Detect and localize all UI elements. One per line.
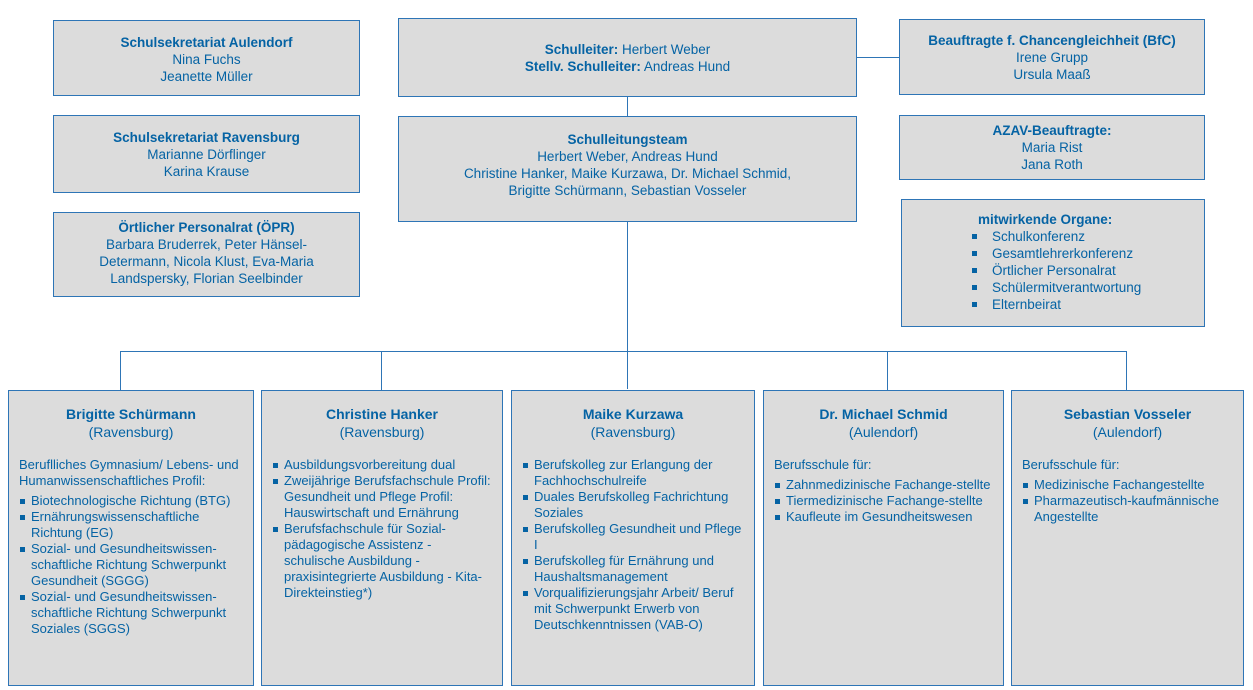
schulleiter-label: Schulleiter:: [544, 42, 619, 57]
box-title: Örtlicher Personalrat (ÖPR): [118, 220, 295, 235]
stellv-name: Andreas Hund: [643, 59, 731, 74]
box-personalrat: Örtlicher Personalrat (ÖPR) Barbara Brud…: [53, 212, 360, 297]
person-name: Jeanette Müller: [160, 69, 253, 84]
department-location: (Aulendorf): [848, 424, 919, 440]
box-department-schmid: Dr. Michael Schmid (Aulendorf) Berufssch…: [763, 390, 1004, 686]
box-title: mitwirkende Organe:: [978, 212, 1113, 227]
box-schulsekretariat-aulendorf: Schulsekretariat Aulendorf Nina Fuchs Je…: [53, 20, 360, 96]
program-list: Ausbildungsvorbereitung dual Zweijährige…: [272, 457, 492, 601]
department-intro: Berufsschule für:: [774, 457, 872, 472]
connector-drop-5: [1126, 351, 1127, 390]
box-title: AZAV-Beauftragte:: [992, 123, 1112, 138]
box-azav: AZAV-Beauftragte: Maria Rist Jana Roth: [899, 115, 1205, 180]
department-head: Dr. Michael Schmid: [819, 406, 948, 422]
member-line: Brigitte Schürmann, Sebastian Vosseler: [508, 183, 747, 198]
member-line: Herbert Weber, Andreas Hund: [537, 149, 718, 164]
member-line: Barbara Bruderrek, Peter Hänsel-: [105, 237, 308, 252]
person-name: Maria Rist: [1021, 140, 1083, 155]
stellv-row: Stellv. Schulleiter: Andreas Hund: [399, 58, 856, 75]
box-schulsekretariat-ravensburg: Schulsekretariat Ravensburg Marianne Dör…: [53, 115, 360, 193]
connector-drop-2: [381, 351, 382, 390]
list-item: Berufskolleg zur Erlangung der Fachhochs…: [522, 457, 744, 489]
list-item: Berufskolleg Gesundheit und Pflege I: [522, 521, 744, 553]
list-item: Ausbildungsvorbereitung dual: [272, 457, 492, 473]
box-schulleiter: Schulleiter: Herbert Weber Stellv. Schul…: [398, 18, 857, 97]
department-head: Christine Hanker: [325, 406, 439, 422]
program-list: Zahnmedizinische Fachange-stellte Tierme…: [774, 477, 993, 525]
connector-leiter-bfc: [856, 57, 900, 58]
box-title: Schulsekretariat Ravensburg: [113, 130, 300, 145]
list-item: Örtlicher Personalrat: [964, 262, 1204, 279]
department-location: (Ravensburg): [339, 424, 425, 440]
department-head: Brigitte Schürmann: [66, 406, 196, 422]
department-location: (Ravensburg): [88, 424, 174, 440]
list-item: Biotechnologische Richtung (BTG): [19, 493, 243, 509]
box-title: Schulsekretariat Aulendorf: [120, 35, 293, 50]
list-item: Gesamtlehrerkonferenz: [964, 245, 1204, 262]
connector-leiter-team: [627, 96, 628, 117]
list-item: Schulkonferenz: [964, 228, 1204, 245]
person-name: Irene Grupp: [1015, 50, 1089, 65]
box-mitwirkende-organe: mitwirkende Organe: Schulkonferenz Gesam…: [901, 199, 1205, 327]
program-list: Medizinische Fachangestellte Pharmazeuti…: [1022, 477, 1233, 525]
member-line: Christine Hanker, Maike Kurzawa, Dr. Mic…: [463, 166, 792, 181]
box-department-kurzawa: Maike Kurzawa (Ravensburg) Berufskolleg …: [511, 390, 755, 686]
list-item: Medizinische Fachangestellte: [1022, 477, 1233, 493]
box-department-vosseler: Sebastian Vosseler (Aulendorf) Berufssch…: [1011, 390, 1244, 686]
list-item: Ernährungswissenschaftliche Richtung (EG…: [19, 509, 243, 541]
program-list: Berufskolleg zur Erlangung der Fachhochs…: [522, 457, 744, 633]
department-location: (Aulendorf): [1092, 424, 1163, 440]
connector-drop-4: [887, 351, 888, 390]
box-bfc: Beauftragte f. Chancengleichheit (BfC) I…: [899, 19, 1205, 95]
connector-horizontal: [120, 351, 1127, 352]
department-head: Maike Kurzawa: [582, 406, 684, 422]
person-name: Marianne Dörflinger: [147, 147, 266, 162]
person-name: Ursula Maaß: [1013, 67, 1091, 82]
box-title: Beauftragte f. Chancengleichheit (BfC): [928, 33, 1176, 48]
list-item: Schülermitverantwortung: [964, 279, 1204, 296]
connector-team-down: [627, 221, 628, 389]
list-item: Kaufleute im Gesundheitswesen: [774, 509, 993, 525]
list-item: Sozial- und Gesundheitswissen-schaftlich…: [19, 541, 243, 589]
box-title: Schulleitungsteam: [567, 132, 688, 147]
list-item: Berufsfachschule für Sozial-pädagogische…: [272, 521, 492, 601]
department-intro: Beruflliches Gymnasium/ Lebens- und Huma…: [19, 457, 239, 488]
box-department-hanker: Christine Hanker (Ravensburg) Ausbildung…: [261, 390, 503, 686]
department-location: (Ravensburg): [590, 424, 676, 440]
member-line: Determann, Nicola Klust, Eva-Maria: [99, 254, 314, 269]
person-name: Jana Roth: [1021, 157, 1083, 172]
list-item: Tiermedizinische Fachange-stellte: [774, 493, 993, 509]
department-intro: Berufsschule für:: [1022, 457, 1120, 472]
list-item: Duales Berufskolleg Fachrichtung Soziale…: [522, 489, 744, 521]
stellv-label: Stellv. Schulleiter:: [524, 59, 641, 74]
program-list: Biotechnologische Richtung (BTG) Ernähru…: [19, 493, 243, 637]
schulleiter-name: Herbert Weber: [622, 42, 711, 57]
person-name: Nina Fuchs: [172, 52, 241, 67]
list-item: Pharmazeutisch-kaufmännische Angestellte: [1022, 493, 1233, 525]
list-item: Sozial- und Gesundheitswissen-schaftlich…: [19, 589, 243, 637]
list-item: Elternbeirat: [964, 296, 1204, 313]
member-line: Landspersky, Florian Seelbinder: [110, 271, 303, 286]
department-head: Sebastian Vosseler: [1063, 406, 1192, 422]
list-item: Berufskolleg für Ernährung und Haushalts…: [522, 553, 744, 585]
schulleiter-row: Schulleiter: Herbert Weber: [399, 41, 856, 58]
list-item: Zahnmedizinische Fachange-stellte: [774, 477, 993, 493]
box-department-schuermann: Brigitte Schürmann (Ravensburg) Beruflli…: [8, 390, 254, 686]
list-item: Vorqualifizierungsjahr Arbeit/ Beruf mit…: [522, 585, 744, 633]
box-schulleitungsteam: Schulleitungsteam Herbert Weber, Andreas…: [398, 116, 857, 222]
person-name: Karina Krause: [163, 164, 250, 179]
organe-list: Schulkonferenz Gesamtlehrerkonferenz Ört…: [964, 228, 1204, 313]
list-item: Zweijährige Berufsfachschule Profil: Ges…: [272, 473, 492, 521]
connector-drop-1: [120, 351, 121, 390]
